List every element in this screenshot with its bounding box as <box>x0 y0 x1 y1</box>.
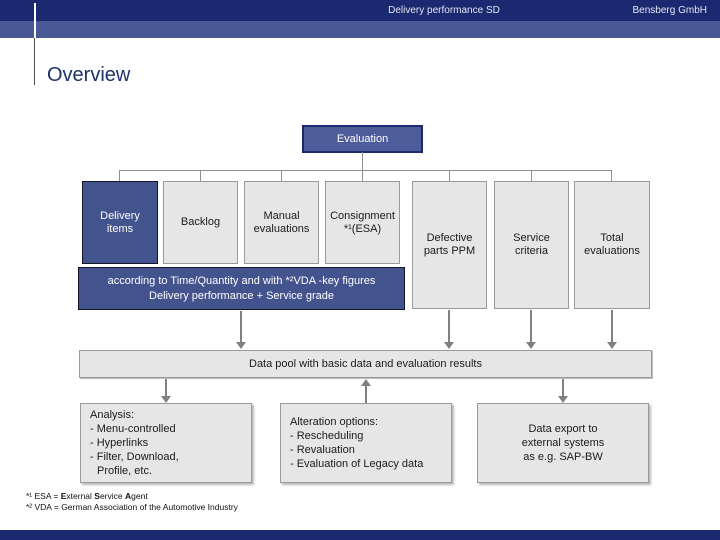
box-label-line: Service <box>513 232 550 244</box>
box-label-line: Consignment <box>330 209 395 222</box>
connector-drop-5 <box>449 170 450 181</box>
footnote-vda: *² VDA = German Association of the Autom… <box>26 502 238 512</box>
alteration-line: Alteration options: <box>290 416 379 428</box>
footnote-text: xternal <box>66 491 95 501</box>
export-line: Data export to <box>528 423 598 435</box>
key-figures-line: according to Time/Quantity and with *²VD… <box>107 274 376 287</box>
footnote-bold-letter: E <box>60 491 67 501</box>
alteration-line: - Rescheduling <box>290 430 364 442</box>
header-bar: Delivery performance SD Bensberg GmbH <box>0 0 720 21</box>
key-figures-box: according to Time/Quantity and with *²VD… <box>78 267 405 310</box>
box-label-line: items <box>106 222 134 235</box>
data-pool-label: Data pool with basic data and evaluation… <box>249 357 482 370</box>
box-label-line: *¹(ESA) <box>343 222 382 235</box>
arrow-down-icon <box>236 342 246 349</box>
arrow-down-icon <box>161 396 171 403</box>
box-label-line: criteria <box>514 245 548 257</box>
footnote-text: ervice <box>99 491 125 501</box>
box-label-line: Total <box>600 232 624 244</box>
export-line: as e.g. SAP-BW <box>523 451 603 463</box>
box-label-line: Manual <box>263 209 300 222</box>
page-title: Overview <box>47 64 131 86</box>
footer-bar <box>0 530 720 540</box>
key-figures-line: Delivery performance + Service grade <box>149 289 334 302</box>
box-service-criteria: Service criteria <box>494 181 569 309</box>
connector-horizontal <box>119 170 612 171</box>
alteration-line: - Revaluation <box>290 444 355 456</box>
arrow-down-icon <box>526 342 536 349</box>
header-stripe <box>0 21 720 38</box>
connector-drop-1 <box>119 170 120 181</box>
connector-drop-7 <box>611 170 612 181</box>
arrow-up-icon <box>361 379 371 386</box>
alteration-line: - Evaluation of Legacy data <box>290 458 424 470</box>
connector-root-drop <box>362 152 363 170</box>
data-pool-box: Data pool with basic data and evaluation… <box>79 350 652 378</box>
footnote-text: gent <box>131 491 148 501</box>
box-label-line: Delivery <box>100 209 140 222</box>
analysis-line: Profile, etc. <box>97 465 153 477</box>
box-total-evaluations: Total evaluations <box>574 181 650 309</box>
connector-drop-2 <box>200 170 201 181</box>
box-delivery-items: Delivery items <box>82 181 158 264</box>
box-backlog: Backlog <box>163 181 238 264</box>
document-title: Delivery performance SD <box>388 5 500 16</box>
footnote-bold-letter: S <box>94 491 100 501</box>
connector-drop-3 <box>281 170 282 181</box>
footnote-bold-letter: A <box>125 491 132 501</box>
arrow-down-shaft <box>240 311 242 342</box>
box-label-line: parts PPM <box>423 245 476 257</box>
connector-drop-6 <box>531 170 532 181</box>
alteration-options-box: Alteration options: - Rescheduling - Rev… <box>280 403 452 483</box>
footnote-text: *¹ ESA = <box>26 491 61 501</box>
arrow-down-shaft <box>448 310 450 342</box>
analysis-line: Analysis: <box>90 409 135 421</box>
analysis-box: Analysis: - Menu-controlled - Hyperlinks… <box>80 403 252 483</box>
arrow-up-shaft <box>365 386 367 403</box>
box-label-line: evaluations <box>253 222 310 235</box>
box-label-line: Backlog <box>180 216 221 228</box>
analysis-line: - Hyperlinks <box>90 437 149 449</box>
arrow-down-icon <box>607 342 617 349</box>
data-export-box: Data export to external systems as e.g. … <box>477 403 649 483</box>
box-label-line: evaluations <box>584 245 640 257</box>
connector-drop-4 <box>362 170 363 181</box>
decorative-vertical-line-upper <box>34 3 36 38</box>
decorative-vertical-line-lower <box>34 38 35 85</box>
box-manual-evaluations: Manual evaluations <box>244 181 319 264</box>
box-label-line: Defective <box>426 232 473 244</box>
analysis-line: - Menu-controlled <box>90 423 176 435</box>
arrow-down-shaft <box>611 310 613 342</box>
arrow-down-shaft <box>165 379 167 396</box>
arrow-down-shaft <box>530 310 532 342</box>
export-line: external systems <box>521 437 605 449</box>
footnote-esa: *¹ ESA = External Service Agent <box>26 491 148 502</box>
arrow-down-shaft <box>562 379 564 396</box>
company-name: Bensberg GmbH <box>632 5 707 16</box>
evaluation-root-box: Evaluation <box>302 125 423 153</box>
arrow-down-icon <box>558 396 568 403</box>
arrow-down-icon <box>444 342 454 349</box>
analysis-line: - Filter, Download, <box>90 451 179 463</box>
box-consignment: Consignment *¹(ESA) <box>325 181 400 264</box>
box-defective-parts-ppm: Defective parts PPM <box>412 181 487 309</box>
